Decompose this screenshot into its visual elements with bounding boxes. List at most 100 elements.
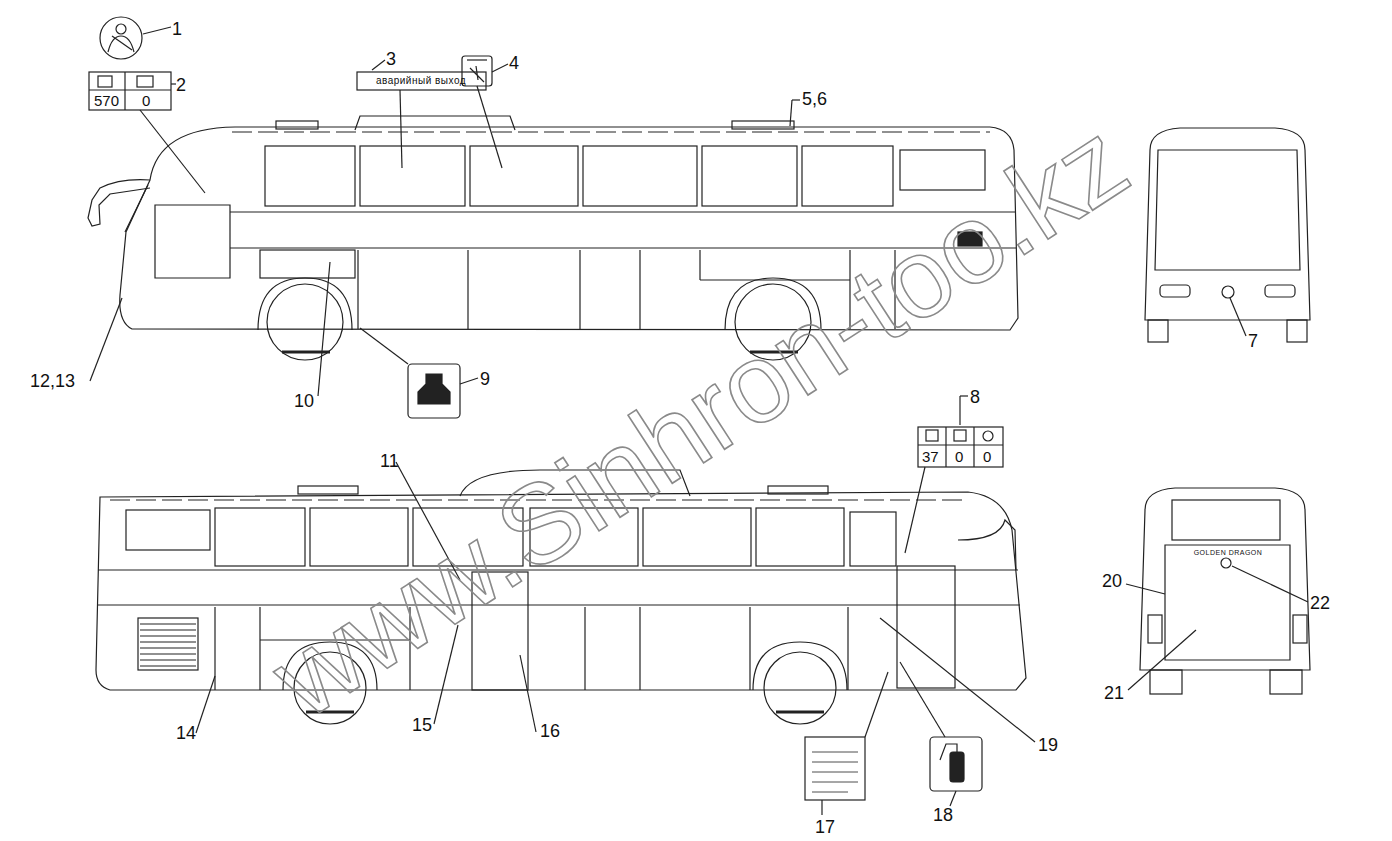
extinguisher-shape <box>950 752 964 782</box>
windshield <box>1155 150 1300 270</box>
callout-number: 19 <box>1038 736 1058 754</box>
jack-icon <box>408 364 460 418</box>
callout-number: 14 <box>176 724 196 742</box>
callout-number: 18 <box>933 806 953 824</box>
leader-line <box>960 395 968 396</box>
seat-icon <box>98 76 112 87</box>
leader-line <box>950 791 956 806</box>
callout-number: 7 <box>1248 332 1258 350</box>
roof-line <box>232 131 990 132</box>
leader-line <box>900 662 945 737</box>
roof-hatch <box>276 121 318 129</box>
callout-number: 10 <box>294 392 314 410</box>
logo <box>1222 286 1234 298</box>
no-smoking-icon <box>462 56 492 86</box>
leader-line <box>792 99 800 100</box>
logo <box>1221 558 1231 568</box>
belt-line <box>230 211 1015 212</box>
plaque-divider <box>918 444 1003 445</box>
plaque-value: 37 <box>922 449 939 464</box>
tire <box>1270 670 1302 694</box>
door-icon <box>954 430 966 441</box>
belt-line <box>98 604 1020 605</box>
brand-text: GOLDEN DRAGON <box>1194 549 1263 556</box>
tail-light <box>1148 615 1162 643</box>
plaque-value: 0 <box>955 449 963 464</box>
leader-line <box>1126 584 1165 594</box>
capacity-plaque <box>918 427 1003 467</box>
driver-window <box>125 185 230 278</box>
seatbelt-body <box>108 36 134 52</box>
mirror <box>958 520 1016 570</box>
seat-icon <box>926 430 938 441</box>
plate-lines <box>812 752 858 792</box>
jack-shape <box>418 374 450 404</box>
ground <box>282 351 330 354</box>
callout-number: 1 <box>172 20 182 38</box>
tail-light <box>1293 615 1307 643</box>
callout-number: 5,6 <box>802 90 827 108</box>
bus-rear <box>1140 488 1310 670</box>
leader-line <box>90 298 122 381</box>
front-door <box>897 566 955 688</box>
seatbelt-symbol <box>100 17 142 59</box>
callout-number: 3 <box>386 50 396 68</box>
leader-line <box>171 83 176 84</box>
grille-slats <box>140 624 196 666</box>
watermark: www.Sinhron-too.kz <box>254 104 1145 737</box>
callout-number: 11 <box>380 452 399 470</box>
callout-number: 20 <box>1102 572 1122 590</box>
extinguisher-hose <box>940 744 957 760</box>
exit-plaque <box>357 72 486 90</box>
plaque-value: 570 <box>94 93 119 108</box>
roof-hatch <box>298 486 358 494</box>
leader-line <box>492 64 508 72</box>
leader-line <box>520 655 536 732</box>
bus-front <box>1145 128 1310 320</box>
leader-line <box>360 328 408 364</box>
callout-number: 8 <box>970 388 980 406</box>
leader-line <box>1230 298 1246 336</box>
leader-line <box>372 60 385 70</box>
leader-line <box>1128 630 1196 690</box>
wheel <box>267 284 343 360</box>
plaque-divider <box>973 427 974 467</box>
bus-drawing <box>88 17 1310 815</box>
tire <box>1148 320 1168 342</box>
ac-unit <box>355 116 515 130</box>
leader-line <box>959 396 960 425</box>
leader-line <box>143 27 171 34</box>
leader-line <box>400 90 402 168</box>
icon-detail <box>467 59 487 60</box>
callout-number: 2 <box>176 76 186 94</box>
seatbelt-head <box>116 24 126 34</box>
engine-lid <box>1165 545 1290 660</box>
leader-line <box>821 800 822 815</box>
tire <box>1287 320 1307 342</box>
tire <box>1150 670 1182 694</box>
stand-icon <box>137 76 153 87</box>
headlight <box>1265 285 1295 297</box>
callout-number: 9 <box>480 370 490 388</box>
callout-number: 12,13 <box>30 372 75 390</box>
plaque-divider <box>89 89 171 90</box>
callout-number: 15 <box>412 716 432 734</box>
leader-line <box>905 467 925 553</box>
leader-line <box>318 262 330 396</box>
leader-line <box>460 378 478 384</box>
windows <box>265 146 985 206</box>
callout-number: 21 <box>1104 684 1124 702</box>
grille <box>138 618 198 670</box>
callout-number: 16 <box>540 722 560 740</box>
plaque-divider <box>124 72 125 110</box>
vin-plate <box>805 737 865 800</box>
callout-number: 17 <box>815 818 835 836</box>
headlight <box>1160 285 1190 297</box>
mirror <box>88 180 150 226</box>
leader-line <box>1232 566 1308 602</box>
extinguisher-icon <box>930 737 982 791</box>
roof-hatch <box>732 121 794 129</box>
plaque-value: 0 <box>983 449 991 464</box>
plaque-value: 0 <box>142 93 150 108</box>
leader-line <box>790 100 792 126</box>
